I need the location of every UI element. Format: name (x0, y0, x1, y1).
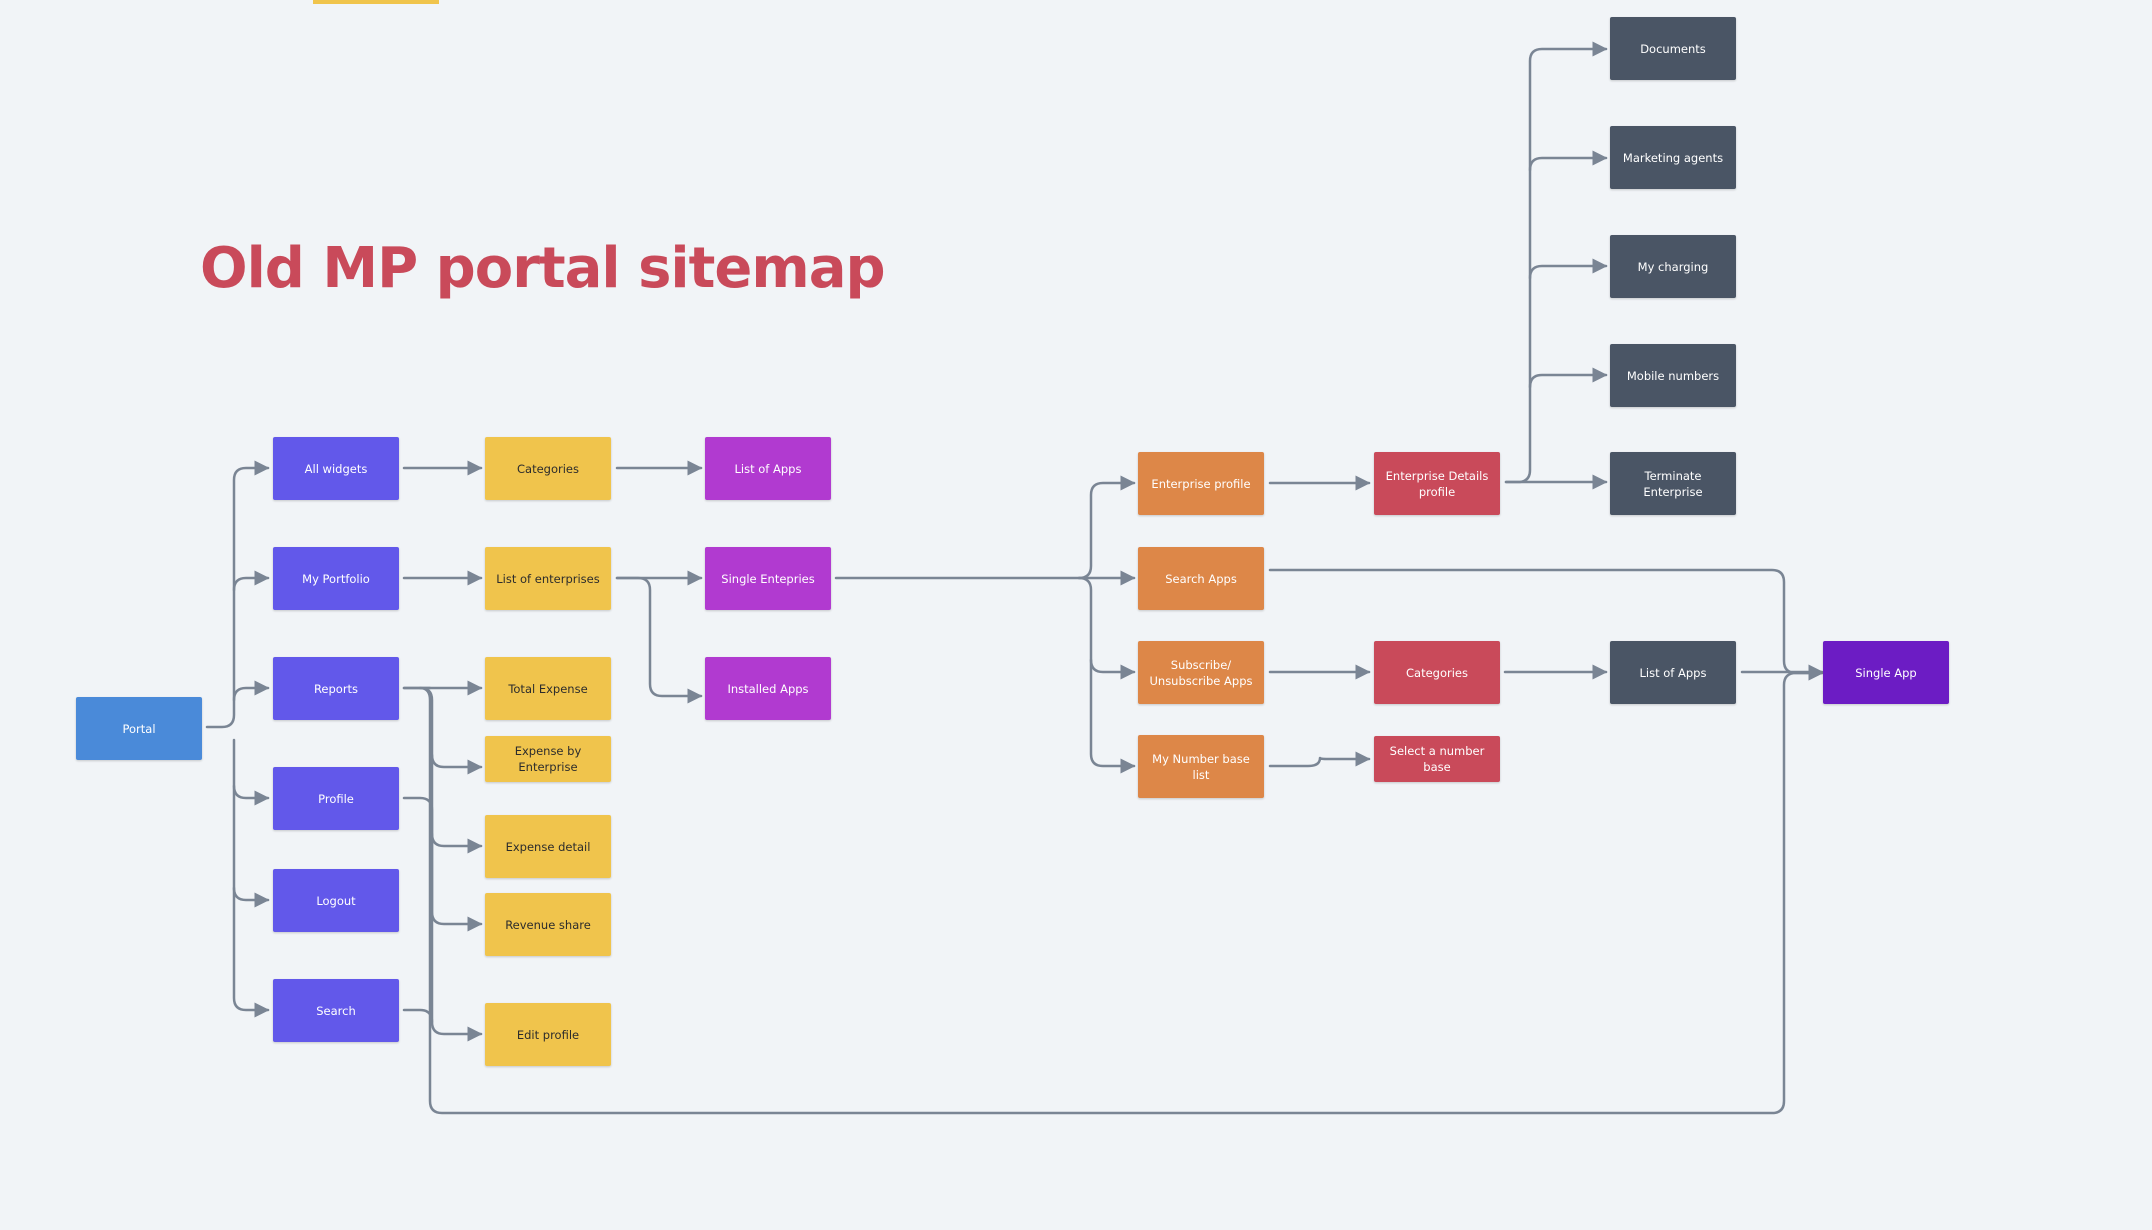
node-marketing-agents[interactable]: Marketing agents (1610, 126, 1736, 189)
connector-reports-revenue-share (430, 832, 483, 932)
node-list-of-apps-slate[interactable]: List of Apps (1610, 641, 1736, 704)
node-edit-profile[interactable]: Edit profile (485, 1003, 611, 1066)
node-single-app[interactable]: Single App (1823, 641, 1949, 704)
node-select-number-base[interactable]: Select a number base (1374, 736, 1500, 782)
node-all-widgets[interactable]: All widgets (273, 437, 399, 500)
node-enterprise-details-profile[interactable]: Enterprise Details profile (1374, 452, 1500, 515)
node-mobile-numbers[interactable]: Mobile numbers (1610, 344, 1736, 407)
connector-portal-profile (232, 738, 270, 806)
node-categories[interactable]: Categories (485, 437, 611, 500)
connector-reports-loop-to-single-app (418, 665, 1824, 1115)
node-my-portfolio[interactable]: My Portfolio (273, 547, 399, 610)
node-expense-by-enterprise[interactable]: Expense by Enterprise (485, 736, 611, 782)
node-search-apps[interactable]: Search Apps (1138, 547, 1264, 610)
connector-search-edit-profile (402, 1008, 434, 1024)
node-subscribe-unsubscribe-apps[interactable]: Subscribe/ Unsubscribe Apps (1138, 641, 1264, 704)
connector-number-base-select (1268, 751, 1371, 768)
node-search[interactable]: Search (273, 979, 399, 1042)
partial-node-top-edge (313, 0, 439, 4)
connector-reports-expense-detail (430, 753, 483, 854)
node-my-number-base-list[interactable]: My Number base list (1138, 735, 1264, 798)
node-installed-apps[interactable]: Installed Apps (705, 657, 831, 720)
connector-portal-reports (232, 680, 270, 702)
node-single-enterprise[interactable]: Single Entepries (705, 547, 831, 610)
page-title: Old MP portal sitemap (200, 236, 886, 301)
node-list-of-apps[interactable]: List of Apps (705, 437, 831, 500)
connector-single-enterprise-enterprise-profile (834, 475, 1136, 580)
node-list-of-enterprises[interactable]: List of enterprises (485, 547, 611, 610)
node-terminate-enterprise[interactable]: Terminate Enterprise (1610, 452, 1736, 515)
node-enterprise-profile[interactable]: Enterprise profile (1138, 452, 1264, 515)
connector-details-my-charging (1528, 258, 1608, 280)
node-revenue-share[interactable]: Revenue share (485, 893, 611, 956)
connector-profile-edit-profile (402, 796, 483, 1042)
node-portal[interactable]: Portal (76, 697, 202, 760)
connector-portal-all-widgets (205, 460, 270, 729)
node-categories-red[interactable]: Categories (1374, 641, 1500, 704)
node-documents[interactable]: Documents (1610, 17, 1736, 80)
node-profile[interactable]: Profile (273, 767, 399, 830)
connector-search-apps-single-app (1268, 568, 1824, 681)
connector-single-enterprise-number-base (1089, 658, 1136, 774)
connector-single-enterprise-subscribe (1077, 576, 1136, 680)
connector-portal-my-portfolio (232, 570, 270, 592)
node-total-expense[interactable]: Total Expense (485, 657, 611, 720)
node-logout[interactable]: Logout (273, 869, 399, 932)
connector-portal-logout (232, 784, 270, 908)
connector-details-marketing-agents (1528, 150, 1608, 172)
connector-portal-search (232, 886, 270, 1018)
node-expense-detail[interactable]: Expense detail (485, 815, 611, 878)
connector-reports-expense-by-enterprise (402, 686, 483, 775)
connector-enterprises-installed-apps (615, 576, 703, 704)
node-reports[interactable]: Reports (273, 657, 399, 720)
node-my-charging[interactable]: My charging (1610, 235, 1736, 298)
connector-details-mobile-numbers (1528, 367, 1608, 389)
